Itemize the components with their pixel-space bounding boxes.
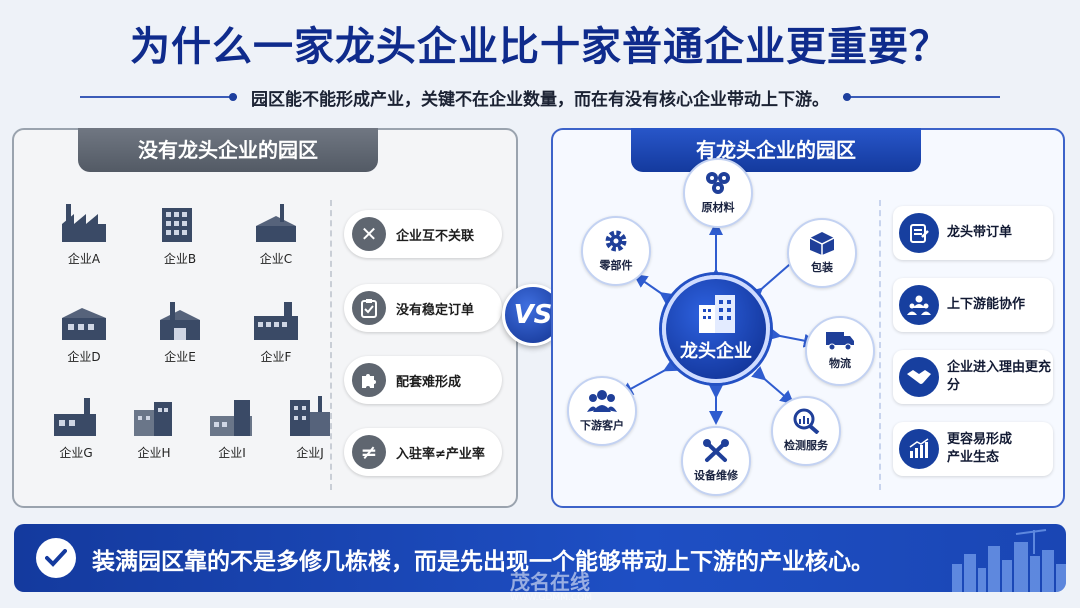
watermark: 茂名在线 WWW.GDMM.COM xyxy=(450,566,592,603)
building-icon xyxy=(699,295,735,333)
company-c: 企业C xyxy=(236,200,316,267)
factory-icon xyxy=(256,204,296,242)
node-raw-materials: 原材料 xyxy=(683,158,753,228)
issue-label: 没有稳定订单 xyxy=(396,302,475,318)
factory-icon xyxy=(160,302,200,340)
gear-icon xyxy=(605,230,627,252)
company-b: 企业B xyxy=(140,200,220,267)
company-h: 企业H xyxy=(114,394,194,461)
check-icon xyxy=(36,538,76,578)
node-label: 下游客户 xyxy=(580,419,624,432)
page-title: 为什么一家龙头企业比十家普通企业更重要？ xyxy=(130,24,950,70)
subtitle-divider-left xyxy=(80,93,237,101)
benefit-collaboration: 上下游能协作 xyxy=(893,278,1053,332)
company-label: 企业B xyxy=(163,252,197,266)
conclusion-banner: 装满园区靠的不是多修几栋楼，而是先出现一个能够带动上下游的产业核心。 xyxy=(14,524,1066,592)
company-a: 企业A xyxy=(44,200,124,267)
benefit-reasons-to-enter: 企业进入理由更充分 xyxy=(893,350,1053,404)
clipboard-icon xyxy=(352,291,386,325)
benefit-label: 上下游能协作 xyxy=(947,297,1026,312)
benefit-label: 更容易形成 产业生态 xyxy=(947,432,1013,465)
issue-occupancy-not-industry: ≠ 入驻率≠产业率 xyxy=(344,428,502,476)
issue-unrelated: ✕ 企业互不关联 xyxy=(344,210,502,258)
subtitle-divider-right xyxy=(843,93,1000,101)
issue-label: 企业互不关联 xyxy=(396,228,475,244)
company-j: 企业J xyxy=(270,394,350,461)
issue-no-supporting: 配套难形成 xyxy=(344,356,502,404)
team-icon xyxy=(899,285,939,325)
node-packaging: 包装 xyxy=(787,218,857,288)
leader-park-panel: 有龙头企业的园区 龙头企业 原材料 包装 xyxy=(551,128,1065,508)
timber-icon xyxy=(706,172,730,194)
node-downstream-customers: 下游客户 xyxy=(567,376,637,446)
handshake-icon xyxy=(899,357,939,397)
company-label: 企业D xyxy=(67,350,101,364)
puzzle-icon xyxy=(352,363,386,397)
company-label: 企业J xyxy=(296,446,324,460)
truck-icon xyxy=(826,332,854,351)
subtitle: 园区能不能形成产业，关键不在企业数量，而在有没有核心企业带动上下游。 xyxy=(251,89,829,110)
x-circle-icon: ✕ xyxy=(352,217,386,251)
benefit-label: 企业进入理由更充分 xyxy=(947,360,1052,393)
factory-icon xyxy=(162,208,192,242)
right-panel-divider xyxy=(879,200,881,490)
left-panel-divider xyxy=(330,200,332,490)
not-equal-icon: ≠ xyxy=(352,435,386,469)
node-testing-services: 检测服务 xyxy=(771,396,841,466)
issue-no-orders: 没有稳定订单 xyxy=(344,284,502,332)
growth-chart-icon xyxy=(899,429,939,469)
order-icon xyxy=(899,213,939,253)
node-label: 检测服务 xyxy=(784,439,828,452)
subtitle-row: 园区能不能形成产业，关键不在企业数量，而在有没有核心企业带动上下游。 xyxy=(80,84,1000,110)
company-label: 企业I xyxy=(218,446,246,460)
issue-label: 配套难形成 xyxy=(396,374,462,390)
watermark-url: WWW.GDMM.COM xyxy=(510,593,592,603)
factory-icon xyxy=(290,396,330,436)
node-label: 零部件 xyxy=(599,259,633,272)
package-icon xyxy=(809,232,835,255)
watermark-brand: 茂名在线 xyxy=(510,570,590,594)
node-label: 包装 xyxy=(811,261,833,274)
node-label: 原材料 xyxy=(701,201,735,214)
factory-icon xyxy=(62,204,106,242)
factory-icon xyxy=(134,402,172,436)
city-skyline-icon xyxy=(952,529,1066,592)
issue-label: 入驻率≠产业率 xyxy=(396,446,485,462)
benefit-brings-orders: 龙头带订单 xyxy=(893,206,1053,260)
company-d: 企业D xyxy=(44,298,124,365)
node-components: 零部件 xyxy=(581,216,651,286)
benefit-label: 龙头带订单 xyxy=(947,225,1013,240)
node-label: 设备维修 xyxy=(694,469,738,482)
node-label: 物流 xyxy=(829,357,851,370)
company-label: 企业A xyxy=(67,252,101,266)
company-i: 企业I xyxy=(192,394,272,461)
no-leader-park-panel: 没有龙头企业的园区 企业A 企业B 企业C 企业D 企业E 企业F 企业G 企业H 企业I 企业J… xyxy=(12,128,518,508)
leader-enterprise-hub: 龙头企业 xyxy=(662,275,770,383)
factory-icon xyxy=(62,308,106,340)
company-label: 企业H xyxy=(137,446,171,460)
customers-icon xyxy=(587,390,617,412)
company-e: 企业E xyxy=(140,298,220,365)
factory-icon xyxy=(210,400,252,436)
tools-icon xyxy=(703,439,729,462)
factory-icon xyxy=(54,398,96,436)
company-label: 企业G xyxy=(59,446,93,460)
node-logistics: 物流 xyxy=(805,316,875,386)
leader-park-heading: 有龙头企业的园区 xyxy=(631,128,921,172)
node-equipment-repair: 设备维修 xyxy=(681,426,751,496)
benefit-industrial-ecosystem: 更容易形成 产业生态 xyxy=(893,422,1053,476)
conclusion-text: 装满园区靠的不是多修几栋楼，而是先出现一个能够带动上下游的产业核心。 xyxy=(92,549,874,575)
hub-label: 龙头企业 xyxy=(680,341,752,362)
company-label: 企业C xyxy=(259,252,293,266)
factory-icon xyxy=(254,302,298,340)
company-g: 企业G xyxy=(36,394,116,461)
company-label: 企业F xyxy=(260,350,292,364)
company-f: 企业F xyxy=(236,298,316,365)
magnifier-chart-icon xyxy=(793,408,820,434)
no-leader-park-heading: 没有龙头企业的园区 xyxy=(78,128,378,172)
company-label: 企业E xyxy=(164,350,196,364)
